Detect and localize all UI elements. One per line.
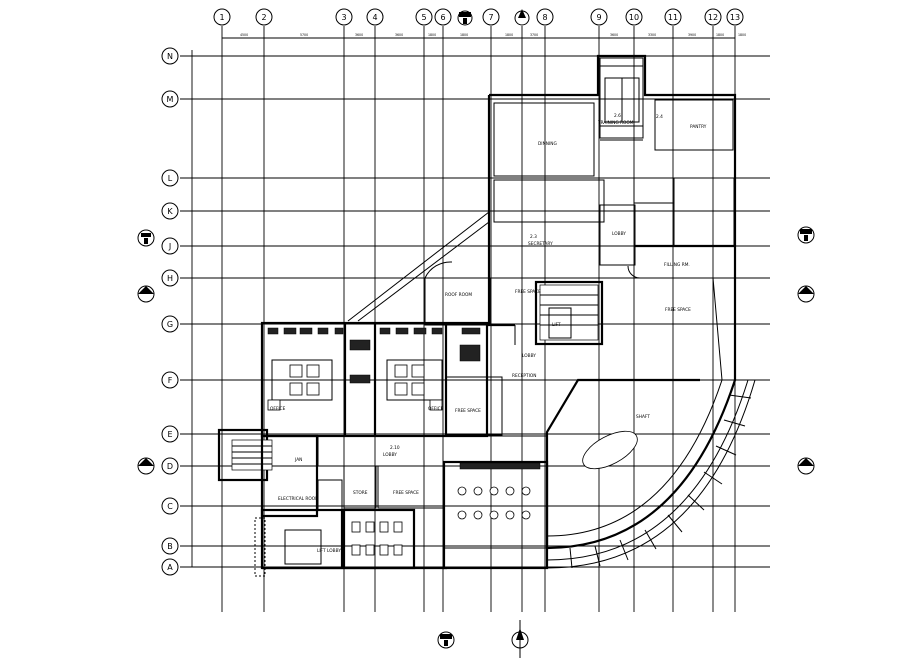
section-marker-icon — [797, 457, 815, 475]
room-label-lobby: LOBBY — [612, 231, 626, 237]
column-axis-label: 10 — [629, 13, 639, 22]
room-labels: 2.6 TRAINING ROOM DINNING 2.4 PANTRY 2.3… — [270, 113, 707, 554]
upper-wing-walls — [487, 54, 737, 327]
room-label-training-room: TRAINING ROOM — [597, 120, 634, 126]
room-label-dinning: DINNING — [538, 141, 557, 147]
room-code: 2.6 — [614, 113, 621, 119]
column-axis-label: 12 — [708, 13, 718, 22]
row-axis-bubbles: N M L K J H G F E D C B A — [161, 47, 179, 576]
column-axis-label: 2 — [261, 13, 266, 22]
column-axis-label: 13 — [730, 13, 740, 22]
section-marker-icon — [514, 9, 530, 26]
corridor-walls — [317, 325, 547, 467]
cafeteria-tables — [457, 486, 531, 520]
column-axis-label: 6 — [440, 13, 445, 22]
column-axis-label: 11 — [668, 13, 678, 22]
row-axis-label: M — [167, 95, 174, 104]
column-axis-label: 3 — [341, 13, 346, 22]
row-axis-label: H — [167, 274, 173, 283]
dimension-label: 3300 — [648, 33, 656, 37]
dimension-label: 4500 — [240, 33, 248, 37]
column-axis-label: 1 — [219, 13, 224, 22]
room-label-shaft: SHAFT — [636, 414, 650, 420]
section-marker-icon — [137, 285, 155, 303]
dimension-label: 1800 — [505, 33, 513, 37]
row-axis-label: E — [167, 430, 172, 439]
column-axis-label: 7 — [488, 13, 493, 22]
north-arrow-icon — [511, 620, 529, 658]
wc-fixtures — [351, 521, 403, 556]
roof-room — [347, 211, 491, 326]
row-axis-label: N — [167, 52, 173, 61]
row-axis-label: B — [167, 542, 173, 551]
room-label-electrical-room: ELECTRICAL ROOM — [278, 496, 319, 502]
lower-left-walls — [217, 428, 447, 577]
room-label-office: OFFICE — [428, 406, 444, 412]
room-label-free-space: FREE SPACE — [455, 408, 481, 414]
office-block-walls — [260, 321, 503, 438]
row-axis-label: K — [167, 207, 173, 216]
row-axis-label: G — [167, 320, 173, 329]
row-axis-label: L — [168, 174, 173, 183]
room-label-store: STORE — [353, 490, 368, 496]
room-label-lobby: LOBBY — [383, 452, 397, 458]
office-furniture — [267, 327, 481, 411]
column-axis-bubbles: 1 2 3 4 5 6 7 8 9 10 11 12 13 — [213, 8, 744, 26]
dimension-label: 1800 — [738, 33, 746, 37]
column-axis-label: 8 — [542, 13, 547, 22]
room-label-lift-lobby: LIFT LOBBY — [317, 548, 341, 554]
section-marker-icon — [457, 10, 473, 26]
room-code: 2.4 — [656, 114, 663, 120]
column-axis-label: 9 — [596, 13, 601, 22]
dimension-label: 3900 — [688, 33, 696, 37]
column-axis-label: 5 — [421, 13, 426, 22]
dimension-label: 5700 — [300, 33, 308, 37]
dimension-label: 1800 — [716, 33, 724, 37]
room-label-free-space: FREE SPACE — [393, 490, 419, 496]
room-label-reception: RECEPTION — [512, 373, 537, 379]
room-label-filling: FILLING RM. — [664, 262, 690, 268]
dimension-label: 3600 — [355, 33, 363, 37]
row-axis-label: D — [167, 462, 173, 471]
row-axis-label: F — [168, 376, 173, 385]
section-marker-icon — [437, 631, 455, 649]
room-label-free-space: FREE SPACE — [515, 289, 541, 295]
room-code: 2.3 — [530, 234, 537, 240]
room-label-lobby: LOBBY — [522, 353, 536, 359]
room-label-roof-room: ROOF ROOM — [445, 292, 472, 298]
room-label-free-space: FREE SPACE — [665, 307, 691, 313]
room-code: 2.10 — [390, 445, 400, 451]
top-dimension-line: 4500 5700 3600 3600 1800 1800 1800 3700 … — [222, 33, 746, 39]
section-marker-icon — [797, 226, 815, 244]
section-marker-icon — [797, 285, 815, 303]
room-label-pantry: PANTRY — [690, 124, 707, 130]
section-marker-icon — [137, 229, 155, 247]
curved-terrace — [545, 277, 756, 569]
row-axis-label: C — [167, 502, 173, 511]
dimension-label: 3700 — [530, 33, 538, 37]
dimension-label: 3600 — [610, 33, 618, 37]
row-axis-label: J — [168, 242, 171, 251]
upper-stair — [534, 280, 604, 346]
section-marker-icon — [137, 457, 155, 475]
column-axis-label: 4 — [372, 13, 377, 22]
dimension-label: 3600 — [395, 33, 403, 37]
room-label-lift: LIFT — [552, 322, 561, 328]
row-axis-label: A — [167, 563, 173, 572]
dimension-label: 1800 — [428, 33, 436, 37]
room-label-secretary: SECRETARY — [528, 241, 553, 247]
room-label-office: OFFICE — [270, 406, 286, 412]
dimension-label: 1800 — [460, 33, 468, 37]
room-label-jan: JAN — [294, 457, 302, 463]
